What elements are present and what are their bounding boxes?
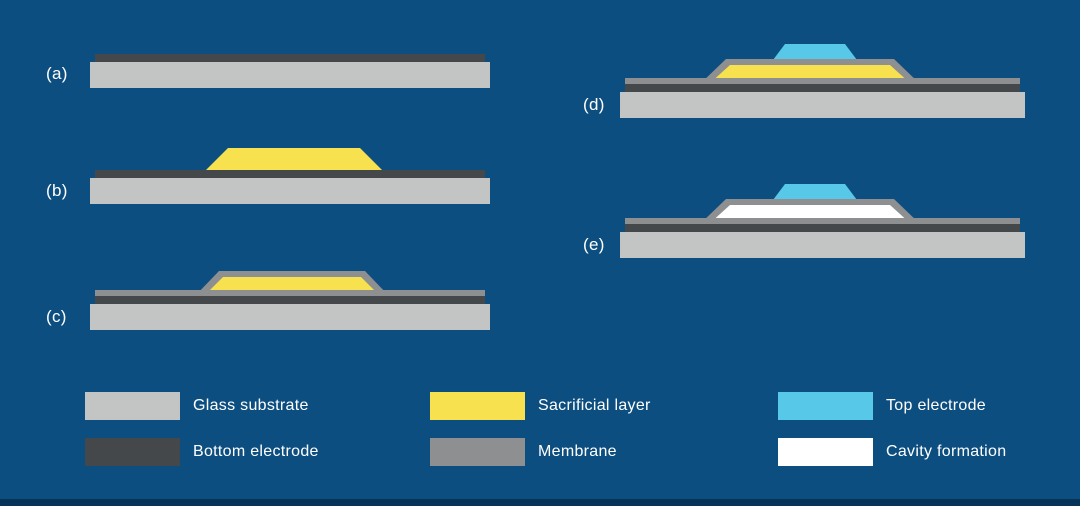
membrane-swatch bbox=[430, 438, 525, 466]
panel-e-top-electrode bbox=[773, 184, 857, 200]
panel-d-glass-substrate bbox=[620, 92, 1025, 118]
panel-a-glass-substrate bbox=[90, 62, 490, 88]
top-electrode-label: Top electrode bbox=[886, 397, 986, 414]
panel-c-membrane-film bbox=[95, 290, 485, 296]
panel-c-bottom-electrode bbox=[95, 296, 485, 304]
legend-item-bottom-electrode: Bottom electrode bbox=[85, 438, 319, 466]
glass-substrate-swatch bbox=[85, 392, 180, 420]
panel-a-bottom-electrode bbox=[95, 54, 485, 62]
panel-c-label: (c) bbox=[46, 307, 67, 326]
cavity-formation-swatch bbox=[778, 438, 873, 466]
panel-b-bottom-electrode bbox=[95, 170, 485, 178]
sacrificial-layer-label: Sacrificial layer bbox=[538, 397, 651, 414]
membrane-label: Membrane bbox=[538, 443, 617, 460]
panel-d-bottom-electrode bbox=[625, 84, 1020, 92]
legend-item-membrane: Membrane bbox=[430, 438, 617, 466]
legend-item-cavity-formation: Cavity formation bbox=[778, 438, 1006, 466]
bottom-electrode-label: Bottom electrode bbox=[193, 443, 319, 460]
panel-d-label: (d) bbox=[583, 95, 605, 114]
top-electrode-swatch bbox=[778, 392, 873, 420]
glass-substrate-label: Glass substrate bbox=[193, 397, 309, 414]
panel-a-label: (a) bbox=[46, 64, 68, 83]
panel-d-top-electrode bbox=[773, 44, 857, 60]
legend-item-top-electrode: Top electrode bbox=[778, 392, 986, 420]
panel-b-label: (b) bbox=[46, 181, 68, 200]
panel-e-bottom-electrode bbox=[625, 224, 1020, 232]
panel-e-glass-substrate bbox=[620, 232, 1025, 258]
footer-bar bbox=[0, 499, 1080, 506]
panel-e-membrane-film bbox=[625, 218, 1020, 224]
cavity-formation-label: Cavity formation bbox=[886, 443, 1007, 460]
panel-c-glass-substrate bbox=[90, 304, 490, 330]
bottom-electrode-swatch bbox=[85, 438, 180, 466]
legend-item-glass-substrate: Glass substrate bbox=[85, 392, 309, 420]
panel-b-glass-substrate bbox=[90, 178, 490, 204]
sacrificial-layer-swatch bbox=[430, 392, 525, 420]
legend-item-sacrificial-layer: Sacrificial layer bbox=[430, 392, 651, 420]
panel-d-membrane-film bbox=[625, 78, 1020, 84]
panel-b-sacrificial-layer bbox=[206, 148, 382, 170]
panel-e-label: (e) bbox=[583, 235, 605, 254]
